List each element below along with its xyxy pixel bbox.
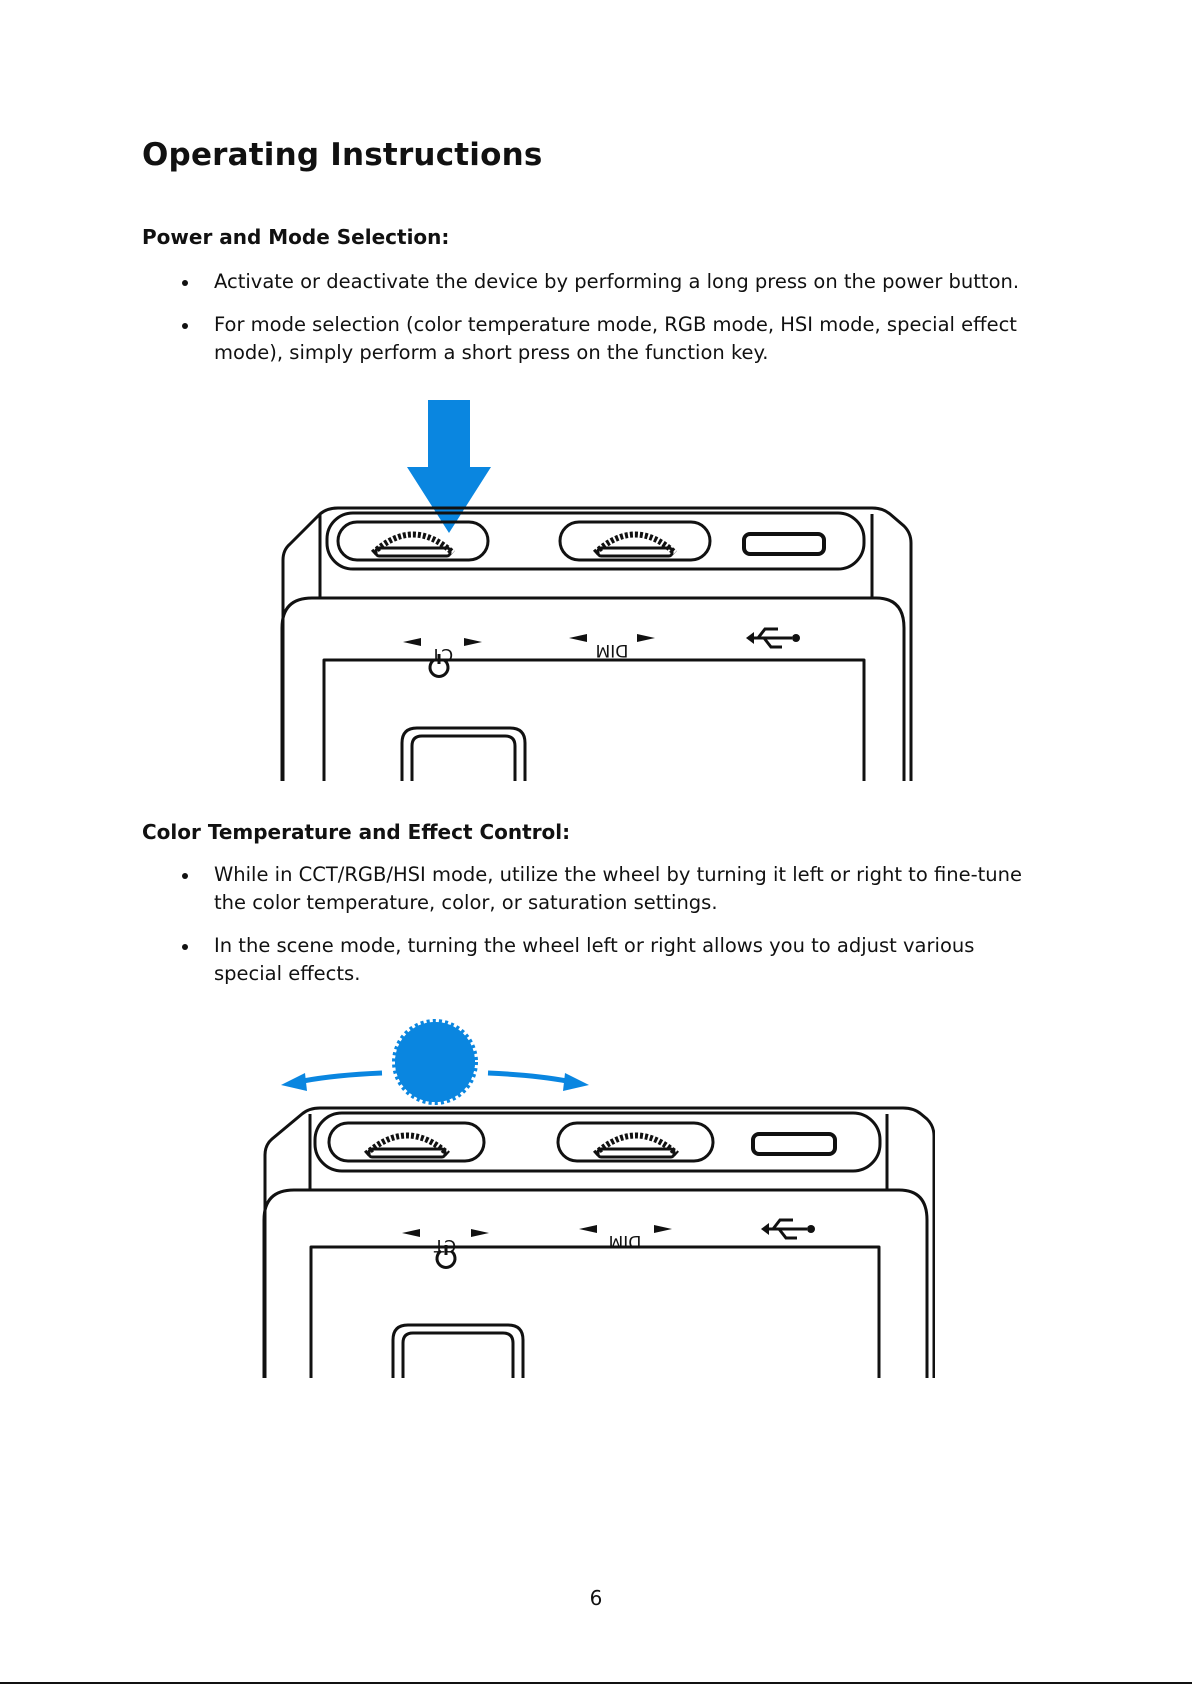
list-item: In the scene mode, turning the wheel lef… bbox=[0, 932, 1192, 988]
ct-label: CT bbox=[402, 1229, 489, 1255]
device-wheel-figure: CT DIM bbox=[262, 1019, 935, 1378]
page-number: 6 bbox=[589, 1586, 603, 1610]
svg-text:CT: CT bbox=[433, 1235, 456, 1255]
device-power-button-figure: CT DIM bbox=[280, 400, 913, 781]
footer-divider bbox=[0, 1682, 1192, 1684]
list-item: While in CCT/RGB/HSI mode, utilize the w… bbox=[0, 861, 1192, 917]
section-heading-power-mode: Power and Mode Selection: bbox=[142, 225, 450, 249]
left-arrow-icon bbox=[281, 1070, 383, 1091]
bullet-icon bbox=[182, 873, 188, 879]
list-item: Activate or deactivate the device by per… bbox=[0, 268, 1192, 296]
ct-label: CT bbox=[403, 638, 482, 664]
svg-text:CT: CT bbox=[430, 644, 453, 664]
section-heading-color-effect: Color Temperature and Effect Control: bbox=[142, 820, 571, 844]
wheel-icon bbox=[392, 1019, 478, 1105]
usb-icon bbox=[761, 1218, 815, 1240]
bullet-icon bbox=[182, 944, 188, 950]
svg-text:DIM: DIM bbox=[609, 1231, 642, 1251]
list-item: For mode selection (color temperature mo… bbox=[0, 311, 1192, 367]
svg-text:DIM: DIM bbox=[596, 640, 629, 660]
bullet-icon bbox=[182, 323, 188, 329]
usb-icon bbox=[746, 627, 800, 649]
page-title: Operating Instructions bbox=[142, 137, 543, 173]
bullet-list-color-effect: While in CCT/RGB/HSI mode, utilize the w… bbox=[0, 861, 1192, 988]
right-arrow-icon bbox=[487, 1070, 589, 1091]
down-arrow-icon bbox=[407, 400, 491, 533]
bullet-list-power-mode: Activate or deactivate the device by per… bbox=[0, 268, 1192, 367]
bullet-icon bbox=[182, 280, 188, 286]
dim-label: DIM bbox=[569, 634, 655, 660]
dim-label: DIM bbox=[579, 1225, 672, 1251]
